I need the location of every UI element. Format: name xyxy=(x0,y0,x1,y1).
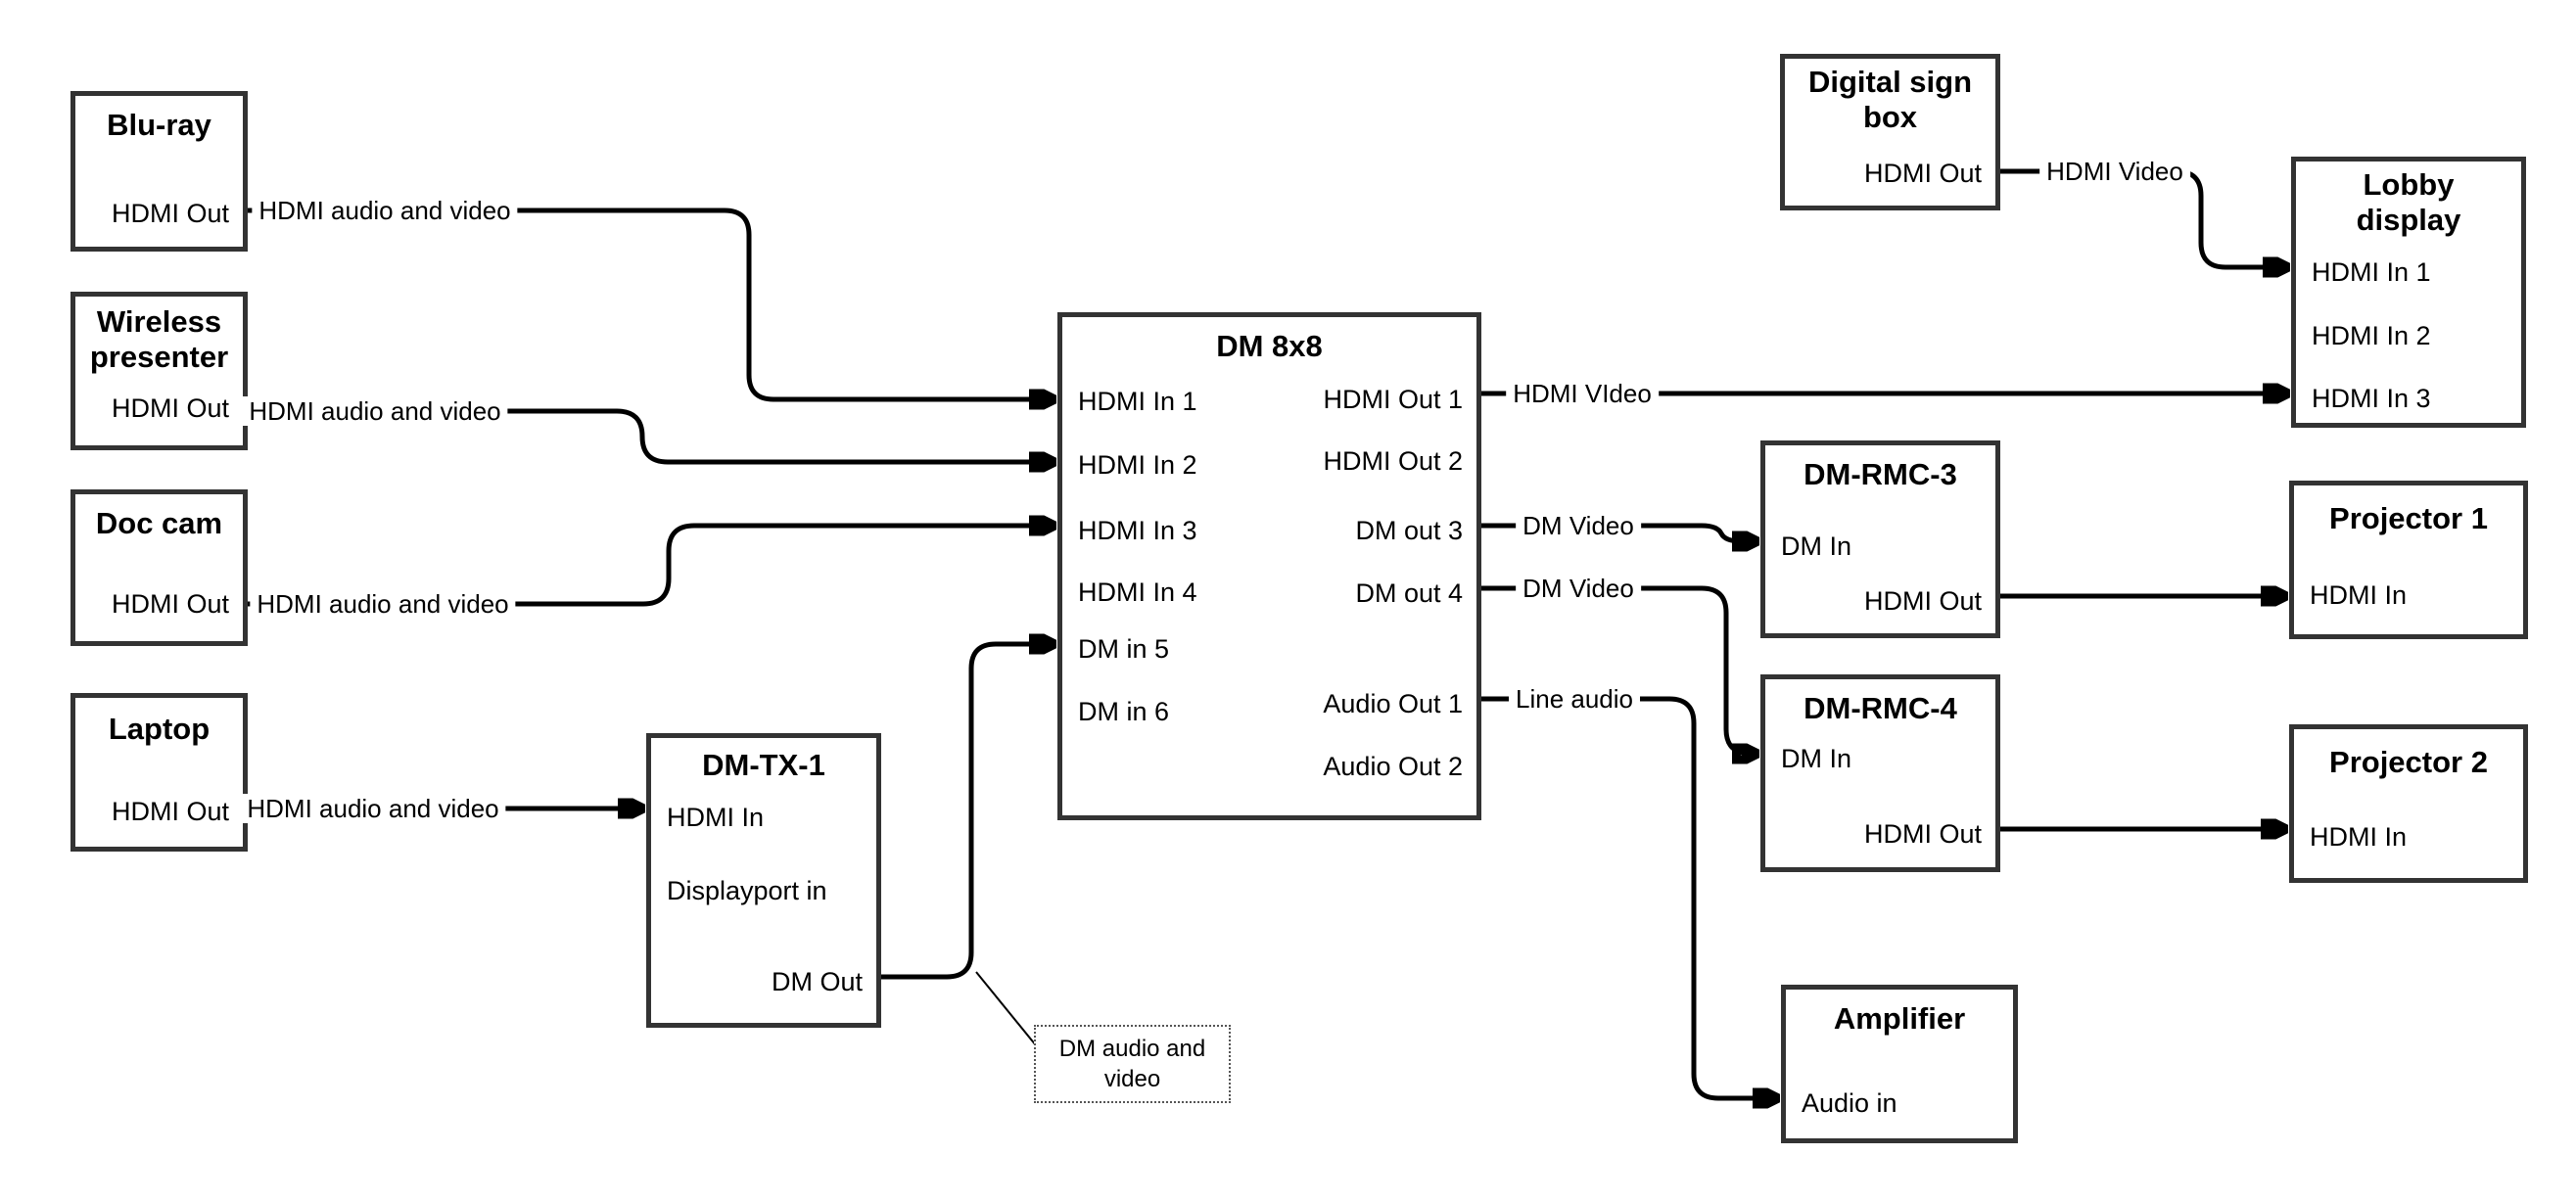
node-title: DM-RMC-4 xyxy=(1803,691,1957,725)
node-lobby-display: Lobby display HDMI In 1 HDMI In 2 HDMI I… xyxy=(2291,157,2526,428)
port-dm8x8-dm-out-4: DM out 4 xyxy=(1355,578,1463,608)
node-title: Doc cam xyxy=(95,506,223,540)
node-title: DM 8x8 xyxy=(1216,329,1323,363)
port-rmc4-hdmi-out: HDMI Out xyxy=(1863,819,1982,849)
edge-dm8x8-dm-out-4-to-rmc4-dm-in xyxy=(1481,585,1755,754)
port-bluray-hdmi-out: HDMI Out xyxy=(111,199,229,228)
edge-label-hdmi-av-wireless: HDMI audio and video xyxy=(242,396,508,426)
port-dm8x8-hdmi-in-4: HDMI In 4 xyxy=(1078,577,1197,607)
port-doccam-hdmi-out: HDMI Out xyxy=(111,589,229,619)
node-dm-rmc-3: DM-RMC-3 DM In HDMI Out xyxy=(1760,440,2000,638)
port-dm8x8-audio-out-1: Audio Out 1 xyxy=(1323,689,1463,718)
port-rmc3-hdmi-out: HDMI Out xyxy=(1863,586,1982,616)
port-laptop-hdmi-out: HDMI Out xyxy=(111,797,229,826)
node-dm-8x8: DM 8x8 HDMI In 1 HDMI In 2 HDMI In 3 HDM… xyxy=(1057,312,1481,820)
node-title: Wireless presenter xyxy=(89,304,229,374)
port-lobby-hdmi-in-3: HDMI In 3 xyxy=(2312,384,2431,413)
node-bluray: Blu-ray HDMI Out xyxy=(70,91,248,252)
port-rmc3-dm-in: DM In xyxy=(1781,531,1852,561)
port-proj1-hdmi-in: HDMI In xyxy=(2310,580,2408,610)
port-sign-hdmi-out: HDMI Out xyxy=(1863,159,1982,188)
node-amplifier: Amplifier Audio in xyxy=(1781,985,2018,1143)
edge-label-sign-hdmi-video: HDMI Video xyxy=(2039,157,2190,186)
node-title: Lobby display xyxy=(2356,167,2461,237)
node-title: Projector 1 xyxy=(2329,501,2488,535)
port-proj2-hdmi-in: HDMI In xyxy=(2310,822,2408,852)
node-laptop: Laptop HDMI Out xyxy=(70,693,248,852)
edge-label-dm-video-3: DM Video xyxy=(1516,511,1641,540)
port-dm8x8-hdmi-in-1: HDMI In 1 xyxy=(1078,387,1197,416)
port-dmtx1-displayport-in: Displayport in xyxy=(667,876,827,905)
annotation-dm-audio-video: DM audio and video xyxy=(1034,1025,1231,1103)
node-digital-sign-box: Digital sign box HDMI Out xyxy=(1780,54,2000,210)
node-wireless-presenter: Wireless presenter HDMI Out xyxy=(70,292,248,450)
node-title: DM-TX-1 xyxy=(702,748,825,782)
edge-label-hdmi-av-doccam: HDMI audio and video xyxy=(250,589,516,619)
node-projector-1: Projector 1 HDMI In xyxy=(2289,481,2528,639)
port-lobby-hdmi-in-2: HDMI In 2 xyxy=(2312,321,2431,350)
port-dm8x8-hdmi-in-3: HDMI In 3 xyxy=(1078,516,1197,545)
port-rmc4-dm-in: DM In xyxy=(1781,744,1852,773)
port-amp-audio-in: Audio in xyxy=(1802,1088,1897,1118)
edge-label-dm-video-4: DM Video xyxy=(1516,574,1641,603)
port-dm8x8-dm-in-6: DM in 6 xyxy=(1078,697,1170,726)
node-projector-2: Projector 2 HDMI In xyxy=(2289,724,2528,883)
edge-dm8x8-audio-out-1-to-amp-audio-in xyxy=(1481,696,1775,1098)
port-lobby-hdmi-in-1: HDMI In 1 xyxy=(2312,257,2431,287)
edge-label-hdmi-av-bluray: HDMI audio and video xyxy=(252,196,518,225)
node-title: Laptop xyxy=(108,712,211,746)
port-wireless-hdmi-out: HDMI Out xyxy=(111,393,229,423)
node-title: DM-RMC-3 xyxy=(1803,457,1957,491)
edge-dmtx1-dm-out-to-dm8x8-dm-in-5 xyxy=(881,644,1052,980)
port-dm8x8-dm-out-3: DM out 3 xyxy=(1355,516,1463,545)
node-title: Projector 2 xyxy=(2329,745,2488,779)
port-dm8x8-dm-in-5: DM in 5 xyxy=(1078,634,1170,664)
edge-label-line-audio: Line audio xyxy=(1509,684,1640,714)
node-title: Amplifier xyxy=(1833,1001,1966,1036)
port-dmtx1-hdmi-in: HDMI In xyxy=(667,803,765,832)
annotation-leader-line xyxy=(975,971,1037,1046)
node-dm-rmc-4: DM-RMC-4 DM In HDMI Out xyxy=(1760,674,2000,872)
node-doc-cam: Doc cam HDMI Out xyxy=(70,489,248,646)
node-title: Digital sign box xyxy=(1807,65,1973,134)
port-dm8x8-hdmi-in-2: HDMI In 2 xyxy=(1078,450,1197,480)
edge-bluray-to-dm8x8-hdmi-in-1 xyxy=(248,208,1052,399)
node-title: Blu-ray xyxy=(107,108,211,142)
port-dmtx1-dm-out: DM Out xyxy=(771,967,863,996)
edge-label-hdmi-av-laptop: HDMI audio and video xyxy=(240,794,506,823)
port-dm8x8-hdmi-out-2: HDMI Out 2 xyxy=(1323,446,1463,476)
edge-label-hdmi-video-main: HDMI VIdeo xyxy=(1506,379,1659,408)
port-dm8x8-hdmi-out-1: HDMI Out 1 xyxy=(1323,385,1463,414)
node-dm-tx-1: DM-TX-1 HDMI In Displayport in DM Out xyxy=(646,733,881,1028)
port-dm8x8-audio-out-2: Audio Out 2 xyxy=(1323,752,1463,781)
